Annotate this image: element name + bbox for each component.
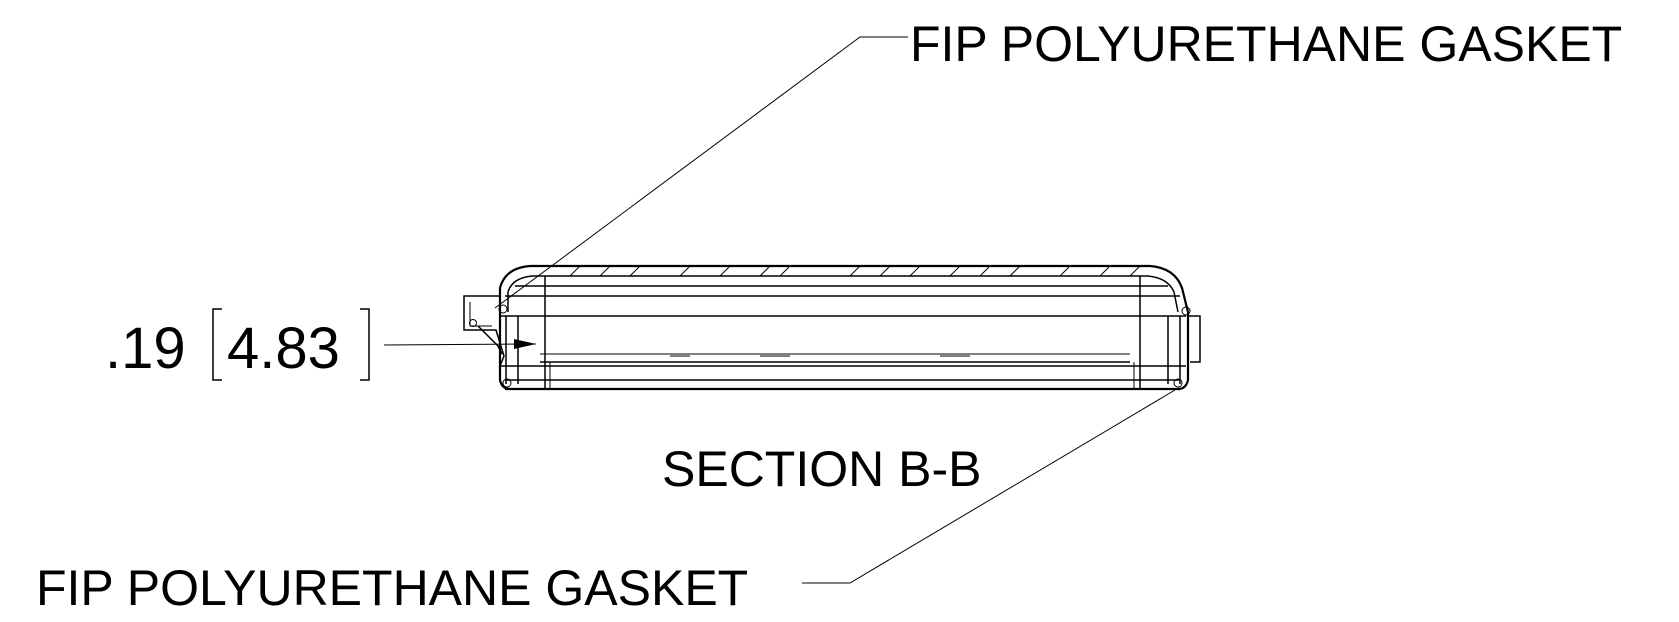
dimension-inch: .19	[105, 316, 186, 381]
leader-top-gasket	[494, 36, 908, 309]
dimension-bracket	[212, 308, 370, 381]
dimension-mm: 4.83	[227, 316, 340, 381]
leader-bottom-gasket	[802, 389, 1176, 584]
section-title: SECTION B-B	[662, 441, 981, 497]
label-gasket-bottom: FIP POLYURETHANE GASKET	[36, 560, 748, 616]
dimension-leader	[383, 339, 537, 349]
housing-section	[463, 264, 1201, 391]
label-gasket-top: FIP POLYURETHANE GASKET	[910, 16, 1622, 72]
